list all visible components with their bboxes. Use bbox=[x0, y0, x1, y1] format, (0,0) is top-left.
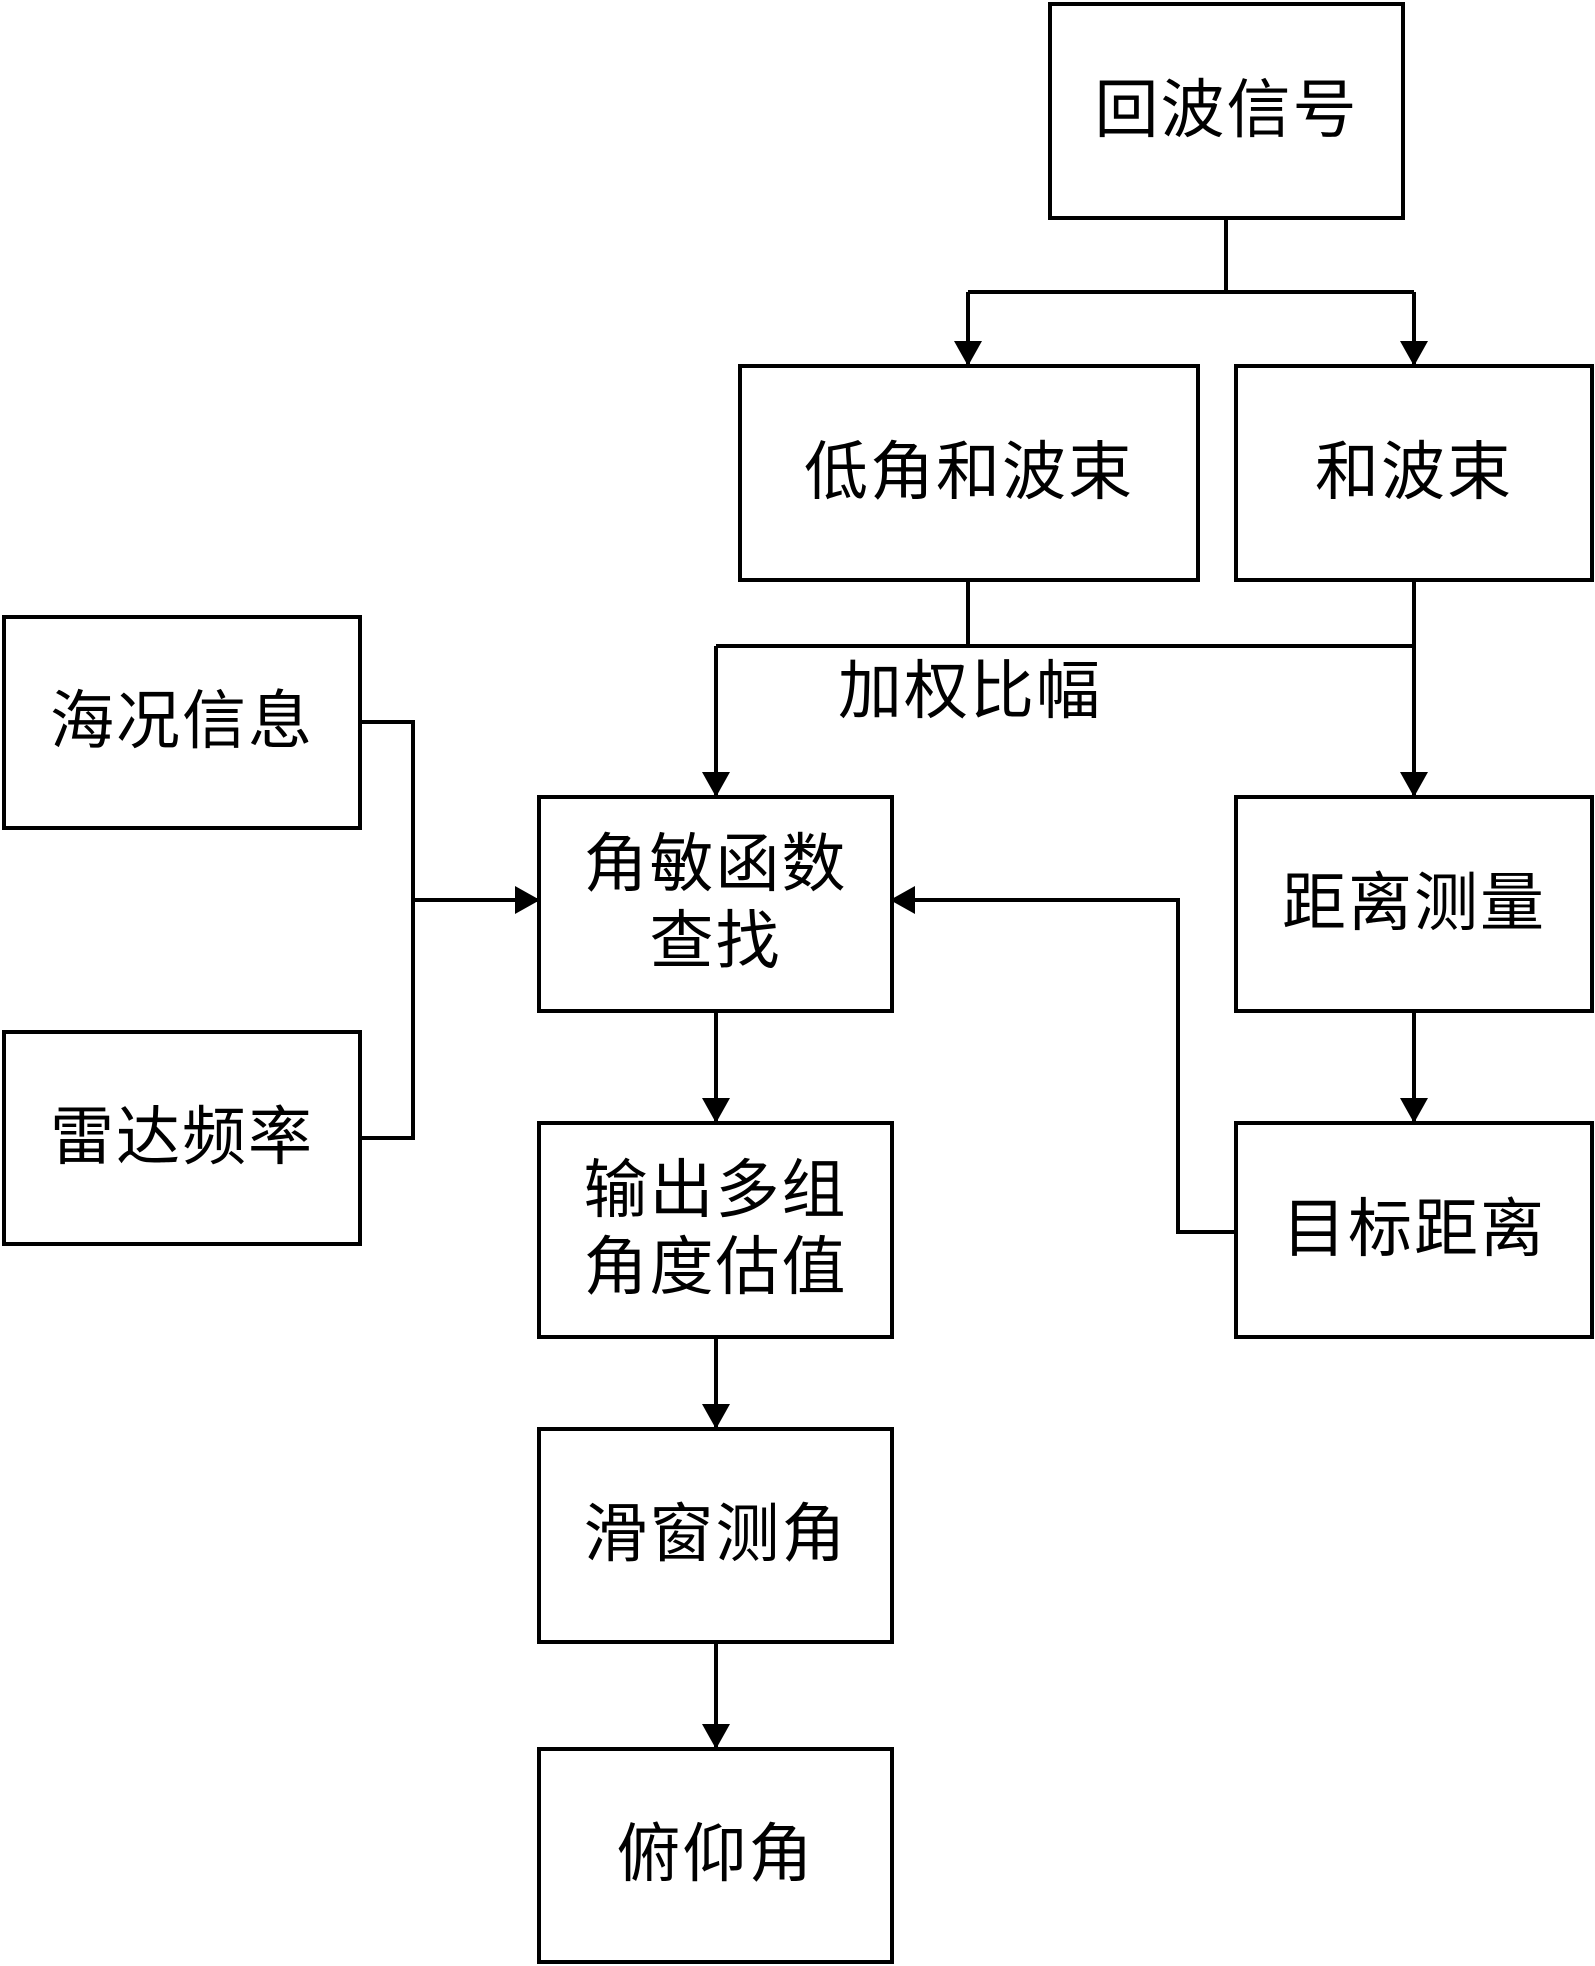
node-range-measurement-label: 距离测量 bbox=[1282, 866, 1546, 941]
node-multi-angle-estimates-label: 输出多组 角度估值 bbox=[583, 1154, 848, 1305]
node-range-measurement: 距离测量 bbox=[1234, 795, 1594, 1013]
node-sea-state-info-label: 海况信息 bbox=[50, 685, 314, 760]
arrowhead-elevation bbox=[702, 1724, 730, 1749]
edge-label-weighted-ratio: 加权比幅 bbox=[838, 655, 1102, 729]
arrowhead-low-angle-beam bbox=[954, 341, 982, 366]
node-angle-function-lookup-label: 角敏函数 查找 bbox=[583, 828, 848, 979]
arrowhead-range-measurement bbox=[1400, 772, 1428, 797]
node-sum-beam: 和波束 bbox=[1234, 364, 1594, 582]
node-target-range-label: 目标距离 bbox=[1282, 1192, 1546, 1267]
arrowhead-target-range bbox=[1400, 1098, 1428, 1123]
node-low-angle-sum-beam-label: 低角和波束 bbox=[804, 435, 1134, 510]
node-elevation-angle-label: 俯仰角 bbox=[616, 1818, 815, 1893]
node-elevation-angle: 俯仰角 bbox=[537, 1747, 894, 1964]
node-low-angle-sum-beam: 低角和波束 bbox=[738, 364, 1200, 582]
edge-sea-state-out bbox=[360, 720, 415, 1140]
arrowhead-sum-beam bbox=[1400, 341, 1428, 366]
node-multi-angle-estimates: 输出多组 角度估值 bbox=[537, 1121, 894, 1339]
arrowhead-lookup-right bbox=[890, 886, 915, 914]
node-echo-signal-label: 回波信号 bbox=[1094, 73, 1359, 148]
node-angle-function-lookup: 角敏函数 查找 bbox=[537, 795, 894, 1013]
node-target-range: 目标距离 bbox=[1234, 1121, 1594, 1339]
node-sliding-window-angle: 滑窗测角 bbox=[537, 1427, 894, 1644]
arrowhead-lookup-top bbox=[702, 772, 730, 797]
node-radar-frequency: 雷达频率 bbox=[2, 1030, 362, 1246]
node-sum-beam-label: 和波束 bbox=[1315, 435, 1513, 510]
node-radar-frequency-label: 雷达频率 bbox=[50, 1100, 314, 1175]
edge-target-range-feedback bbox=[891, 898, 1235, 1234]
node-sea-state-info: 海况信息 bbox=[2, 615, 362, 830]
arrowhead-lookup-left bbox=[515, 886, 540, 914]
node-echo-signal: 回波信号 bbox=[1048, 2, 1405, 220]
arrowhead-estimates bbox=[702, 1098, 730, 1123]
arrowhead-sliding-window bbox=[702, 1404, 730, 1429]
node-sliding-window-angle-label: 滑窗测角 bbox=[583, 1498, 848, 1573]
